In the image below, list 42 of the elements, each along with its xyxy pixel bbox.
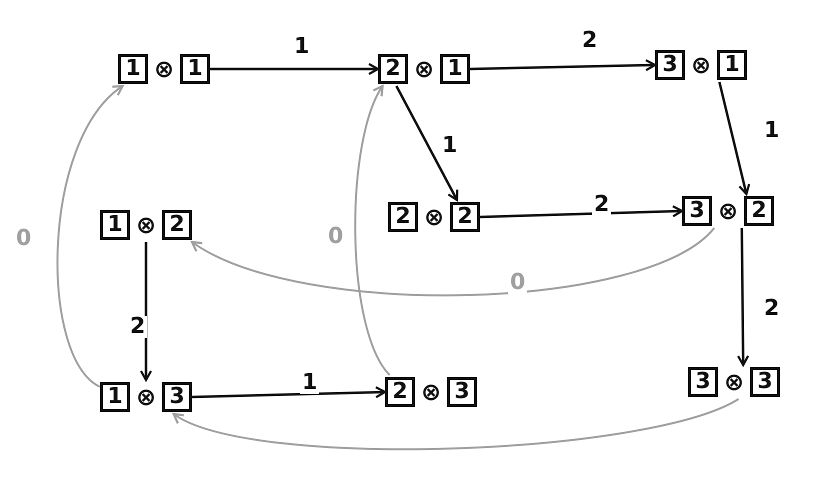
arrow [480,205,684,218]
number-box: 1 [440,54,470,84]
arrow [172,398,740,450]
tensor-symbol: ⊗ [422,205,446,229]
number-box: 1 [118,54,148,84]
arrow [140,242,152,382]
arrow [718,82,750,196]
arrow [395,85,458,202]
number-box: 1 [717,50,747,80]
tensor-symbol: ⊗ [134,213,158,237]
number-box: 2 [378,54,408,84]
number-box: 1 [180,54,210,84]
number-box: 2 [450,202,480,232]
number-box: 3 [688,367,718,397]
arrow [470,59,656,72]
tensor-symbol: ⊗ [722,370,746,394]
tensor-symbol: ⊗ [690,53,712,77]
tensor-symbol: ⊗ [152,57,176,81]
number-box: 3 [750,367,780,397]
arrow [210,62,380,76]
number-box: 2 [385,377,415,407]
edge-label: 1 [300,372,320,394]
tensor-symbol: ⊗ [716,199,740,223]
number-box: 1 [100,210,130,240]
arrow [190,227,715,296]
number-box: 3 [655,50,685,80]
tensor-symbol: ⊗ [412,57,436,81]
edge-label: 2 [592,194,612,216]
edge-label: 0 [508,272,528,294]
arrow [354,84,390,376]
number-box: 3 [447,377,477,407]
arrow [737,228,750,366]
number-box: 3 [162,382,192,412]
arrow [192,386,386,398]
number-box: 1 [100,382,130,412]
number-box: 2 [388,202,418,232]
number-box: 2 [162,210,192,240]
number-box: 3 [682,196,712,226]
tensor-symbol: ⊗ [420,380,442,404]
number-box: 2 [744,196,774,226]
tensor-symbol: ⊗ [134,385,158,409]
arrow [56,84,124,388]
